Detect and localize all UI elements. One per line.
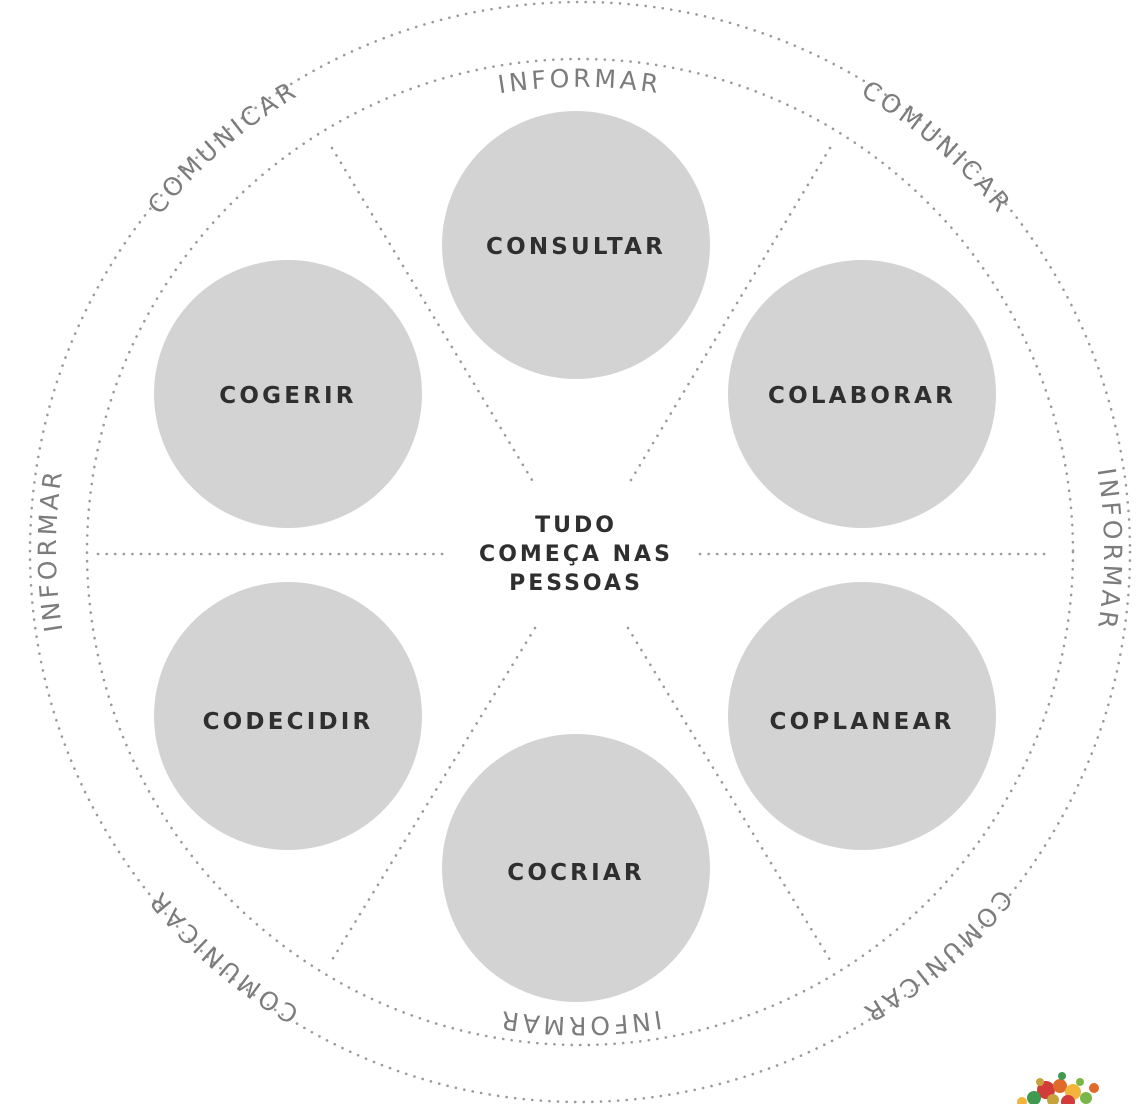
- ring-word-upper-left: COMUNICAR: [142, 75, 303, 220]
- logo-dot: [1058, 1072, 1066, 1080]
- bubble-codecidir-label: CODECIDIR: [203, 709, 374, 735]
- bubble-cocriar-circle: [442, 734, 710, 1002]
- logo-dot: [1047, 1094, 1059, 1104]
- bubble-colaborar: COLABORAR: [728, 260, 996, 528]
- bubble-cogerir: COGERIR: [154, 260, 422, 528]
- ring-word-upper-right: COMUNICAR: [857, 75, 1018, 220]
- logo-dot: [1053, 1079, 1067, 1093]
- bubble-consultar: CONSULTAR: [442, 111, 710, 379]
- center-line-1: TUDO: [535, 513, 617, 538]
- bubble-colaborar-label: COLABORAR: [768, 383, 956, 409]
- bubble-cogerir-label: COGERIR: [219, 383, 356, 409]
- bubble-cocriar: COCRIAR: [442, 734, 710, 1002]
- inner-dotted-ring: [85, 57, 1075, 1047]
- bubble-coplanear: COPLANEAR: [728, 582, 996, 850]
- logo-dot: [1061, 1095, 1075, 1104]
- bubble-consultar-label: CONSULTAR: [486, 234, 666, 260]
- logo-dot: [1089, 1083, 1099, 1093]
- center-statement: TUDO COMEÇA NAS PESSOAS: [479, 513, 673, 596]
- bubble-cogerir-circle: [154, 260, 422, 528]
- center-line-3: PESSOAS: [509, 571, 643, 596]
- ring-word-top: INFORMAR: [496, 64, 664, 100]
- ring-word-bottom: INFORMAR: [496, 1005, 664, 1041]
- bubble-consultar-circle: [442, 111, 710, 379]
- logo-dot: [1017, 1097, 1027, 1104]
- ring-word-lower-right: COMUNICAR: [857, 884, 1018, 1029]
- ring-word-lower-left: COMUNICAR: [142, 884, 303, 1029]
- bubble-codecidir-circle: [154, 582, 422, 850]
- divider-upper-left: [330, 146, 537, 487]
- logo-dot: [1076, 1078, 1084, 1086]
- colored-dots-logo: [1017, 1072, 1099, 1104]
- logo-dot: [1080, 1092, 1092, 1104]
- ring-word-right: INFORMAR: [1092, 466, 1128, 634]
- logo-dot: [1027, 1091, 1041, 1104]
- center-line-2: COMEÇA NAS: [479, 542, 673, 567]
- ring-word-left: INFORMAR: [33, 466, 69, 634]
- divider-upper-right: [626, 146, 832, 487]
- bubble-coplanear-label: COPLANEAR: [769, 709, 954, 735]
- outer-dotted-ring: [28, 0, 1132, 1104]
- bubble-coplanear-circle: [728, 582, 996, 850]
- logo-dot: [1036, 1078, 1044, 1086]
- dotted-dividers: [96, 146, 1054, 962]
- bubble-codecidir: CODECIDIR: [154, 582, 422, 850]
- bubble-colaborar-circle: [728, 260, 996, 528]
- bubble-cocriar-label: COCRIAR: [507, 860, 645, 886]
